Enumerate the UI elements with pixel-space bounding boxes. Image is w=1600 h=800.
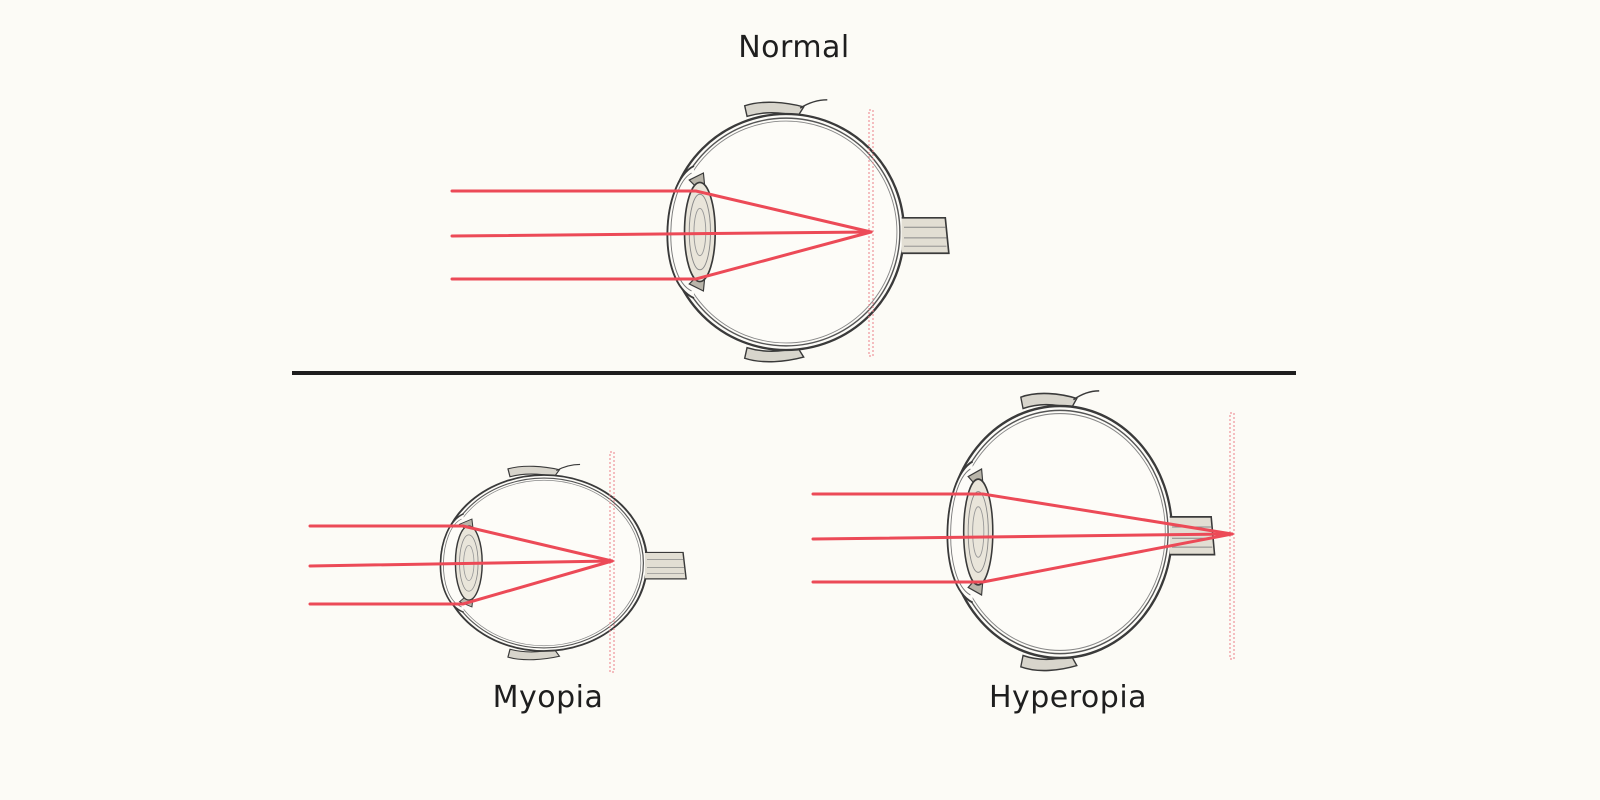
- normal-ray-bottom: [450, 230, 873, 281]
- normal-ray-middle: [450, 230, 873, 238]
- myopia-light-rays: [308, 524, 614, 606]
- hyperopia-eye-drawing: [946, 389, 1216, 672]
- normal-ray-top: [450, 189, 873, 234]
- hyperopia-ray-bottom: [811, 532, 1234, 584]
- myopia-ray-top: [308, 524, 614, 563]
- hyperopia-ray-middle: [811, 532, 1234, 541]
- normal-light-rays: [450, 189, 873, 281]
- hyperopia-ray-top: [811, 492, 1234, 536]
- hyperopia-eye-group: [811, 389, 1235, 672]
- normal-label: Normal: [738, 30, 850, 65]
- myopia-ray-bottom: [308, 559, 614, 606]
- myopia-ray-middle: [308, 559, 614, 568]
- normal-eye-group: [450, 98, 951, 363]
- hyperopia-light-rays: [811, 492, 1234, 584]
- normal-eye-drawing: [666, 98, 951, 363]
- hyperopia-label: Hyperopia: [988, 680, 1148, 715]
- myopia-label: Myopia: [492, 680, 604, 715]
- hyperopia-retina-marker: [1229, 412, 1235, 660]
- myopia-eye-group: [308, 451, 688, 673]
